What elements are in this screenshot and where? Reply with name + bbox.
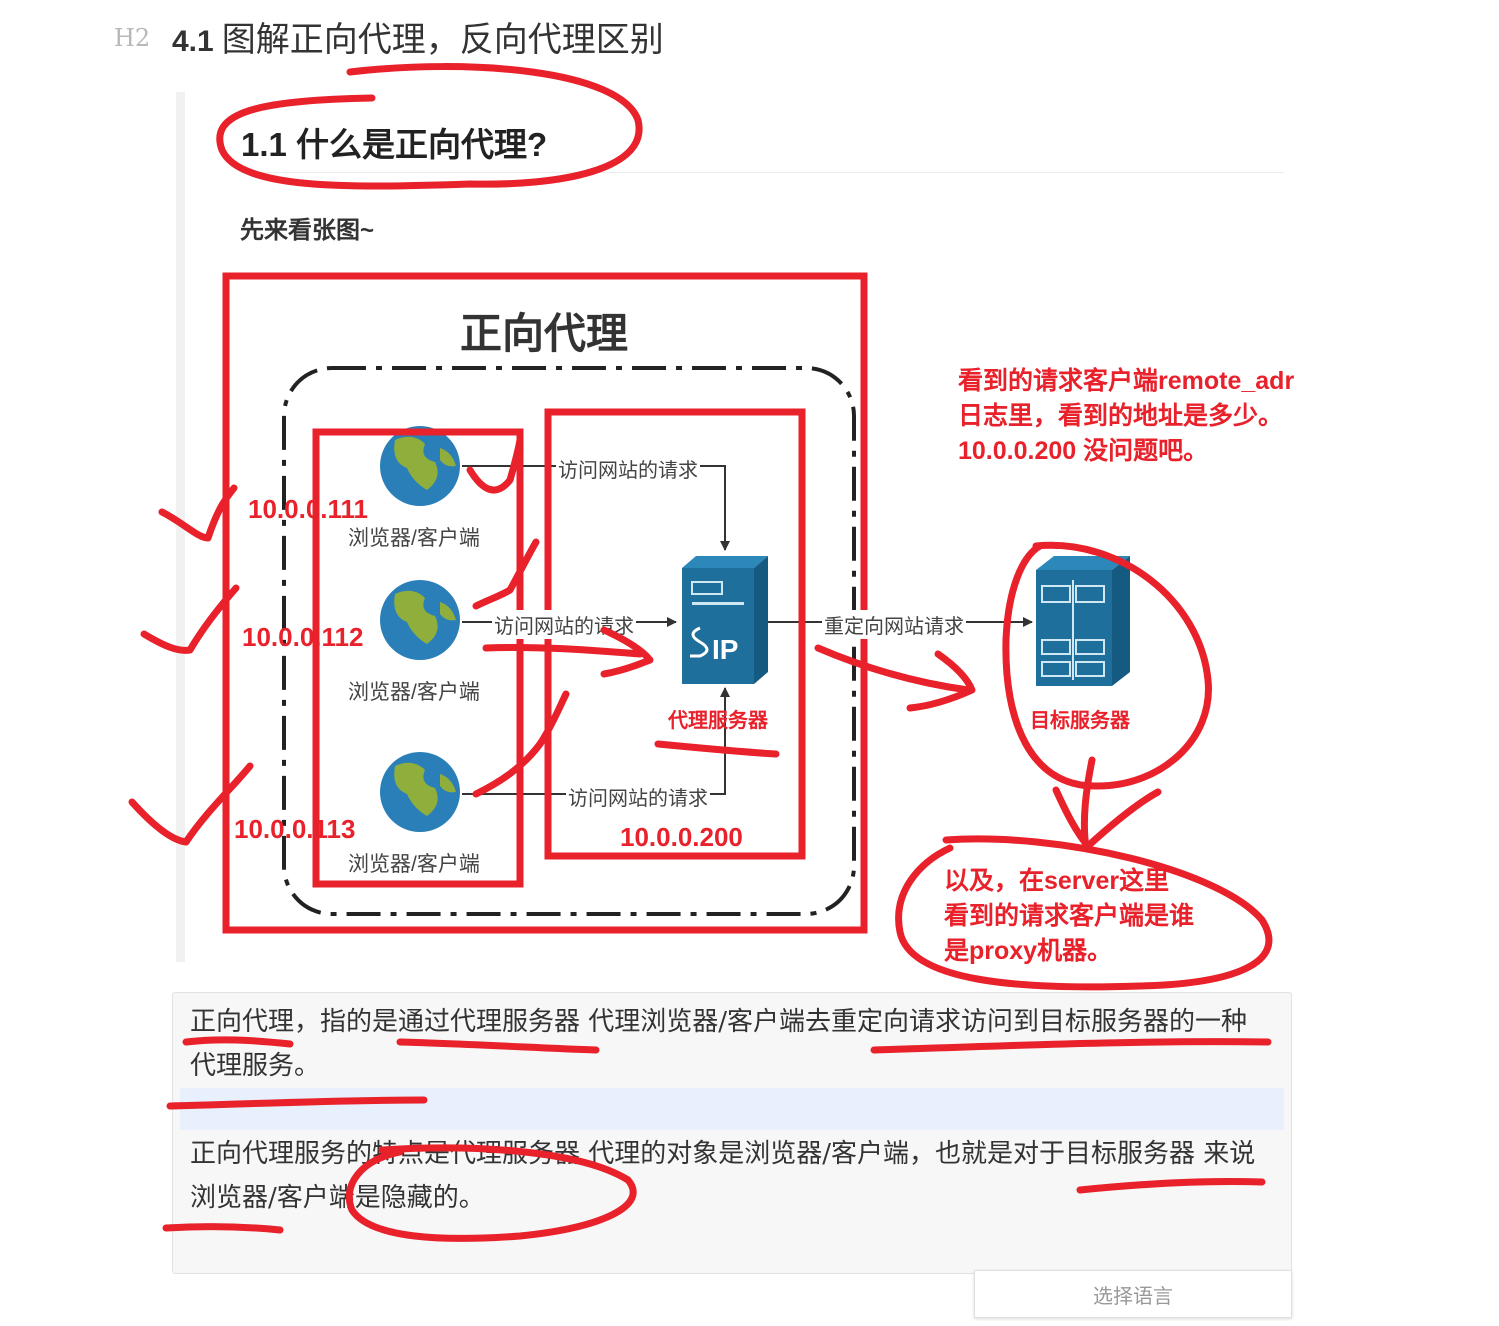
client-ip-1: 10.0.0.111 — [248, 494, 369, 524]
proxy-icon-text: IP — [712, 634, 739, 665]
note-bottom-line-2: 看到的请求客户端是谁 — [944, 902, 1195, 930]
globe-icon-1 — [380, 426, 460, 506]
section-number: 4.1 — [172, 25, 214, 58]
target-server-label: 目标服务器 — [1030, 710, 1130, 732]
quote-paragraph-1: 正向代理，指的是通过代理服务器 代理浏览器/客户端去重定向请求访问到目标服务器的… — [190, 1007, 1248, 1081]
client-label-2: 浏览器/客户端 — [348, 681, 480, 704]
client-label-1: 浏览器/客户端 — [348, 527, 480, 550]
screenshot-title-divider — [241, 172, 1284, 173]
annotation-note-top: 看到的请求客户端remote_adr 日志里，看到的地址是多少。 10.0.0.… — [958, 364, 1294, 469]
request-label-2: 访问网站的请求 — [492, 610, 636, 639]
redirect-label: 重定向网站请求 — [822, 610, 966, 639]
heading-level-tag: H2 — [114, 24, 151, 52]
note-bottom-line-1: 以及，在server这里 — [944, 867, 1170, 895]
request-label-3: 访问网站的请求 — [566, 782, 710, 811]
screenshot-subtitle: 先来看张图~ — [240, 217, 375, 244]
diagram-dashed-frame — [282, 366, 856, 916]
proxy-server-label: 代理服务器 — [668, 710, 768, 732]
quote-paragraph-2: 正向代理服务的特点是代理服务器 代理的对象是浏览器/客户端，也就是对于目标服务器… — [190, 1139, 1256, 1213]
annotation-note-bottom: 以及，在server这里 看到的请求客户端是谁 是proxy机器。 — [944, 864, 1194, 969]
globe-icon-3 — [380, 752, 460, 832]
proxy-server-icon — [682, 556, 768, 684]
diagram-title: 正向代理 — [460, 310, 629, 357]
target-server-icon — [1036, 556, 1130, 686]
client-label-3: 浏览器/客户端 — [348, 853, 480, 876]
note-bottom-line-3: 是proxy机器。 — [944, 937, 1113, 965]
note-top-line-2: 日志里，看到的地址是多少。 — [958, 402, 1284, 430]
language-select-button[interactable]: 选择语言 — [974, 1270, 1292, 1318]
annotation-box-clients — [312, 428, 524, 888]
proxy-ip: 10.0.0.200 — [620, 822, 743, 852]
client-ip-3: 10.0.0.113 — [234, 814, 356, 844]
selection-highlight — [180, 1088, 1284, 1130]
request-label-1: 访问网站的请求 — [556, 454, 700, 483]
section-title: 图解正向代理，反向代理区别 — [221, 20, 664, 60]
note-top-line-3: 10.0.0.200 没问题吧。 — [958, 437, 1209, 465]
client-ip-2: 10.0.0.112 — [242, 622, 364, 652]
note-top-line-1: 看到的请求客户端remote_adr — [958, 367, 1295, 395]
globe-icon-2 — [380, 580, 460, 660]
